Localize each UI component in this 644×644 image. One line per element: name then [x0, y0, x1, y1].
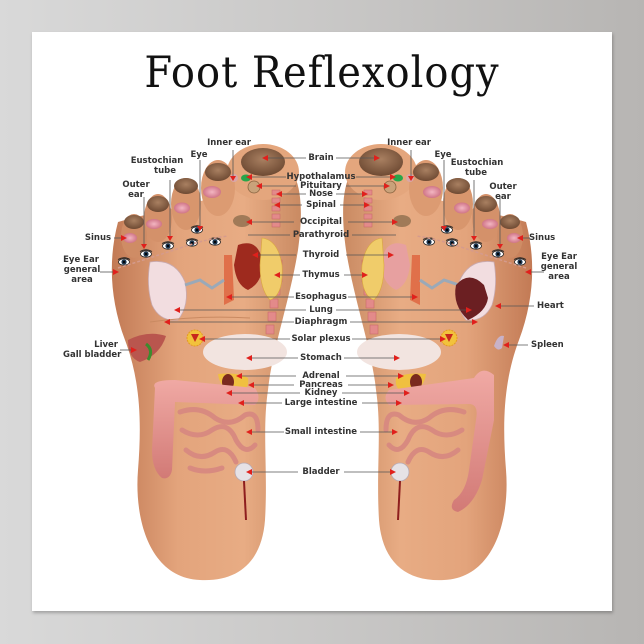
label-esophagus: Esophagus	[295, 292, 347, 302]
label-small-intestine: Small intestine	[284, 427, 358, 437]
left-label-sinus: Sinus	[84, 233, 112, 243]
right-label-eye-ear-2: general	[540, 262, 578, 272]
center-leader-lines	[170, 157, 472, 473]
right-label-outer-ear-1: Outer	[489, 182, 517, 192]
label-large-intestine: Large intestine	[284, 398, 358, 408]
left-label-eye: Eye	[190, 150, 208, 160]
side-leader-lines	[100, 150, 544, 351]
right-label-inner-ear: Inner ear	[387, 138, 431, 148]
label-solar-plexus: Solar plexus	[291, 334, 351, 344]
label-spinal: Spinal	[306, 200, 336, 210]
left-label-inner-ear: Inner ear	[207, 138, 251, 148]
right-label-eustochian-1: Eustochian	[450, 158, 504, 168]
right-label-eustochian-2: tube	[465, 168, 487, 178]
poster-title: Foot Reflexology	[144, 48, 500, 98]
label-pituitary: Pituitary	[300, 181, 342, 191]
left-foot	[111, 144, 301, 581]
right-label-eye: Eye	[434, 150, 452, 160]
label-lung: Lung	[309, 305, 333, 315]
label-diaphragm: Diaphragm	[294, 317, 348, 327]
left-label-eustochian-2: tube	[154, 166, 176, 176]
left-label-eye-ear-1: Eye Ear	[63, 255, 99, 265]
left-label-outer-ear-2: ear	[128, 190, 144, 200]
label-stomach: Stomach	[300, 353, 342, 363]
left-label-gall-bladder: Gall bladder	[63, 350, 122, 360]
label-occipital: Occipital	[300, 217, 342, 227]
label-thyroid: Thyroid	[302, 250, 340, 260]
label-adrenal: Adrenal	[302, 371, 340, 381]
left-label-eustochian-1: Eustochian	[130, 156, 184, 166]
label-bladder: Bladder	[302, 467, 340, 477]
arrowheads	[113, 155, 531, 475]
label-kidney: Kidney	[304, 388, 338, 398]
label-pancreas: Pancreas	[299, 380, 343, 390]
left-label-liver: Liver	[94, 340, 118, 350]
label-thymus: Thymus	[302, 270, 340, 280]
left-label-outer-ear-1: Outer	[122, 180, 150, 190]
right-label-eye-ear-1: Eye Ear	[541, 252, 577, 262]
right-label-sinus: Sinus	[529, 233, 556, 243]
right-label-eye-ear-3: area	[548, 272, 570, 282]
right-label-spleen: Spleen	[531, 340, 564, 350]
right-label-heart: Heart	[537, 301, 564, 311]
label-hypothalamus: Hypothalamus	[286, 172, 356, 182]
label-brain: Brain	[308, 153, 334, 163]
left-label-eye-ear-3: area	[71, 275, 93, 285]
label-nose: Nose	[309, 189, 333, 199]
right-label-outer-ear-2: ear	[495, 192, 511, 202]
right-foot	[343, 144, 533, 581]
left-label-eye-ear-2: general	[63, 265, 101, 275]
label-parathyroid: Parathyroid	[292, 230, 350, 240]
